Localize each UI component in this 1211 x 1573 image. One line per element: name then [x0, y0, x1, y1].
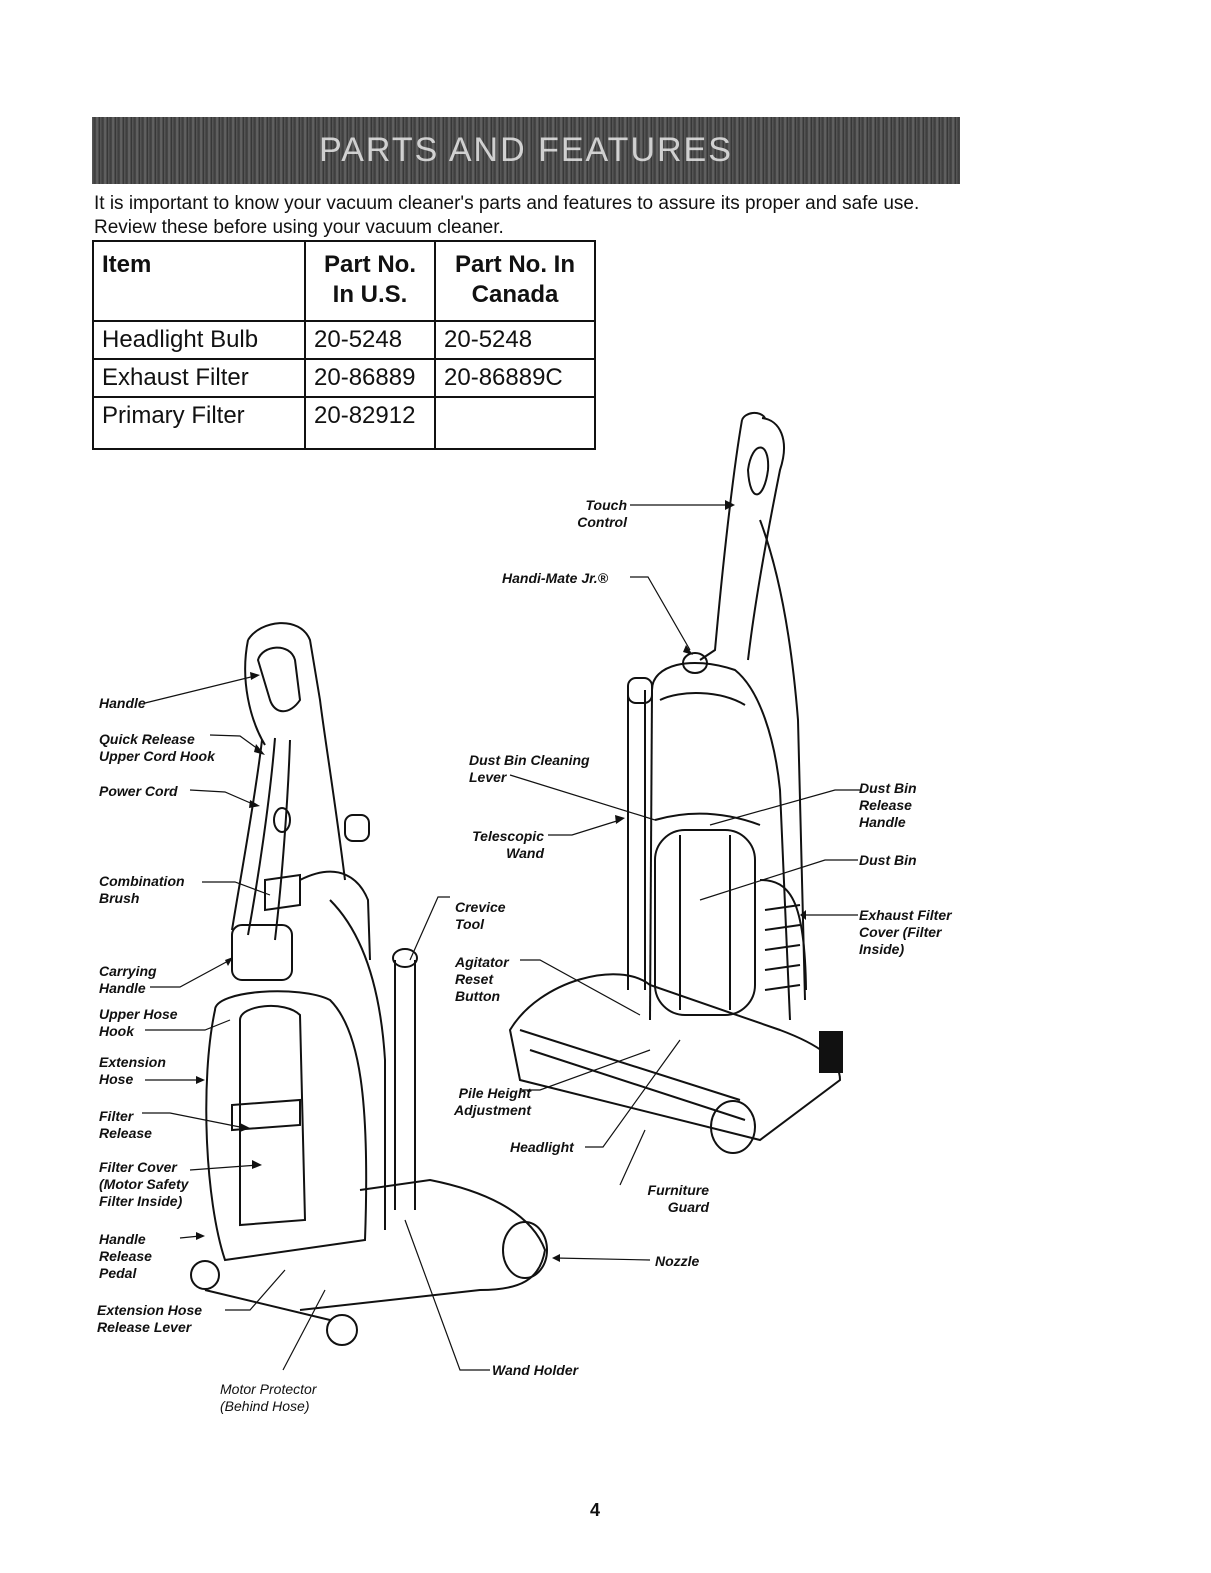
- cell-part-canada: [434, 396, 596, 450]
- rear-vacuum-illustration: [190, 622, 548, 1346]
- label-exhaust-filter-cover: Exhaust Filter Cover (Filter Inside): [859, 907, 952, 957]
- label-combination-brush: Combination Brush: [99, 873, 185, 906]
- label-wand-holder: Wand Holder: [492, 1362, 579, 1378]
- table-header-row: Item Part No. In U.S. Part No. In Canada: [92, 240, 596, 322]
- intro-paragraph: It is important to know your vacuum clea…: [94, 193, 920, 238]
- label-handle-release-pedal: Handle Release Pedal: [99, 1231, 152, 1281]
- cell-item: Headlight Bulb: [92, 320, 306, 360]
- table-row: Primary Filter 20-82912: [92, 396, 596, 450]
- label-dust-bin: Dust Bin: [859, 852, 917, 868]
- header-part-canada: Part No. In Canada: [434, 240, 596, 322]
- cell-part-us: 20-5248: [304, 320, 436, 360]
- label-quick-release-cord-hook: Quick Release Upper Cord Hook: [99, 731, 215, 764]
- cell-item: Primary Filter: [92, 396, 306, 450]
- label-handle: Handle: [99, 695, 146, 711]
- header-item: Item: [92, 240, 306, 322]
- label-carrying-handle: Carrying Handle: [99, 963, 157, 996]
- label-motor-protector: Motor Protector (Behind Hose): [220, 1381, 317, 1414]
- label-handimate: Handi-Mate Jr.®: [502, 570, 609, 586]
- cell-part-canada: 20-5248: [434, 320, 596, 360]
- page-number: 4: [590, 1500, 601, 1520]
- table-row: Exhaust Filter 20-86889 20-86889C: [92, 358, 596, 398]
- label-upper-hose-hook: Upper Hose Hook: [99, 1006, 178, 1039]
- label-extension-hose: Extension Hose: [99, 1054, 166, 1087]
- label-dust-bin-release-handle: Dust Bin Release Handle: [859, 780, 917, 830]
- label-dust-bin-cleaning-lever: Dust Bin Cleaning Lever: [469, 752, 590, 785]
- label-crevice-tool: Crevice Tool: [455, 899, 506, 932]
- cell-part-canada: 20-86889C: [434, 358, 596, 398]
- label-touch-control: Touch Control: [577, 497, 627, 530]
- cell-item: Exhaust Filter: [92, 358, 306, 398]
- label-pile-height-adjustment: Pile Height Adjustment: [454, 1085, 531, 1118]
- section-banner: PARTS AND FEATURES: [92, 117, 960, 184]
- table-row: Headlight Bulb 20-5248 20-5248: [92, 320, 596, 360]
- cell-part-us: 20-82912: [304, 396, 436, 450]
- label-extension-hose-release-lever: Extension Hose Release Lever: [97, 1302, 203, 1335]
- label-agitator-reset-button: Agitator Reset Button: [455, 954, 509, 1004]
- cell-part-us: 20-86889: [304, 358, 436, 398]
- label-telescopic-wand: Telescopic Wand: [472, 828, 544, 861]
- label-filter-release: Filter Release: [99, 1108, 152, 1141]
- parts-table: Item Part No. In U.S. Part No. In Canada…: [92, 240, 596, 450]
- banner-title: PARTS AND FEATURES: [319, 131, 733, 169]
- header-part-us: Part No. In U.S.: [304, 240, 436, 322]
- label-nozzle: Nozzle: [655, 1253, 700, 1269]
- leader-arrowheads: [196, 500, 806, 1262]
- label-headlight: Headlight: [510, 1139, 574, 1155]
- label-furniture-guard: Furniture Guard: [647, 1182, 709, 1215]
- label-power-cord: Power Cord: [99, 783, 178, 799]
- leader-lines: [142, 504, 860, 1371]
- front-vacuum-illustration: [508, 412, 843, 1154]
- label-filter-cover: Filter Cover (Motor Safety Filter Inside…: [99, 1159, 189, 1209]
